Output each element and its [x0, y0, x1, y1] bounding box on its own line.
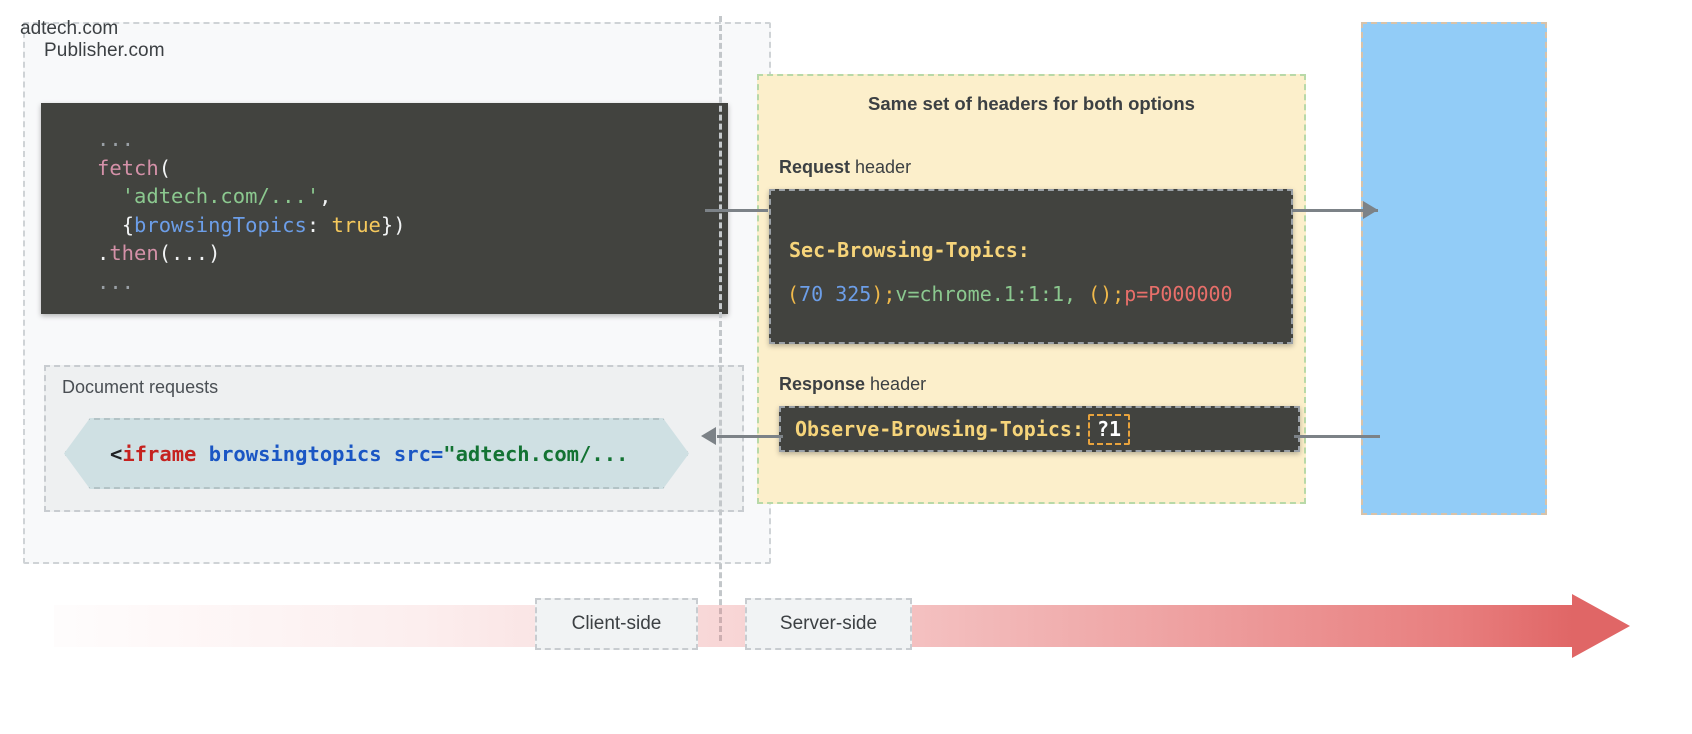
arrow-head-left-icon	[701, 427, 716, 445]
arrow-headers-to-adtech	[1292, 209, 1378, 212]
response-header-name: Observe-Browsing-Topics:	[795, 417, 1084, 441]
document-requests-label: Document requests	[62, 377, 219, 397]
publisher-panel-label: Publisher.com	[44, 40, 165, 61]
arrow-response-to-publisher	[717, 435, 783, 438]
response-header-value: ?1	[1087, 413, 1131, 445]
response-header-caption: Response header	[779, 374, 926, 395]
adtech-panel-label: adtech.com	[20, 18, 119, 39]
value-topic-1: 70	[799, 282, 824, 306]
iframe-angle-bracket: <	[110, 441, 123, 466]
timeline-label-server-side: Server-side	[745, 598, 912, 650]
document-requests-panel: Document requests <iframe browsingtopics…	[44, 365, 744, 512]
request-header-box: Sec-Browsing-Topics: (70 325);v=chrome.1…	[769, 189, 1293, 344]
iframe-tag-name: iframe	[122, 441, 197, 466]
response-header-box: Observe-Browsing-Topics:?1	[779, 406, 1300, 452]
timeline-arrow-head-icon	[1572, 594, 1630, 658]
client-server-divider	[719, 16, 722, 641]
value-semicolon-2: ;	[1112, 282, 1125, 306]
request-header-caption-rest: header	[850, 157, 912, 177]
value-empty-set: ()	[1076, 282, 1113, 306]
response-header-caption-strong: Response	[779, 374, 866, 394]
fetch-code-text: ... fetch( 'adtech.com/...', {browsingTo…	[97, 127, 406, 294]
arrow-head-right-icon	[1363, 201, 1378, 219]
value-topic-2: 325	[835, 282, 872, 306]
request-header-value: (70 325);v=chrome.1:1:1, ();p=P000000	[787, 282, 1233, 306]
iframe-snippet-code: <iframe browsingtopics src="adtech.com/.…	[110, 442, 628, 466]
request-header-caption-strong: Request	[779, 157, 851, 177]
arrow-publisher-to-headers	[705, 209, 768, 212]
iframe-attributes: browsingtopics src=	[196, 441, 444, 466]
value-open-paren: (	[787, 282, 800, 306]
iframe-snippet-chip: <iframe browsingtopics src="adtech.com/.…	[64, 418, 689, 489]
arrow-adtech-to-response	[1294, 435, 1380, 438]
timeline-label-client-side: Client-side	[535, 598, 698, 650]
value-close-paren: )	[871, 282, 884, 306]
request-header-name: Sec-Browsing-Topics:	[789, 238, 1030, 262]
value-padding: p=P000000	[1124, 282, 1233, 306]
iframe-src-value: "adtech.com/...	[443, 441, 629, 466]
adtech-panel	[1361, 22, 1547, 515]
headers-panel-title: Same set of headers for both options	[868, 93, 1195, 114]
request-header-caption: Request header	[779, 157, 911, 178]
response-header-caption-rest: header	[865, 374, 927, 394]
value-version: v=chrome.1:1:1,	[895, 282, 1077, 306]
headers-panel: Same set of headers for both options Req…	[757, 74, 1306, 504]
value-space	[823, 282, 835, 306]
value-semicolon-1: ;	[883, 282, 896, 306]
fetch-code-block: ... fetch( 'adtech.com/...', {browsingTo…	[41, 103, 728, 314]
